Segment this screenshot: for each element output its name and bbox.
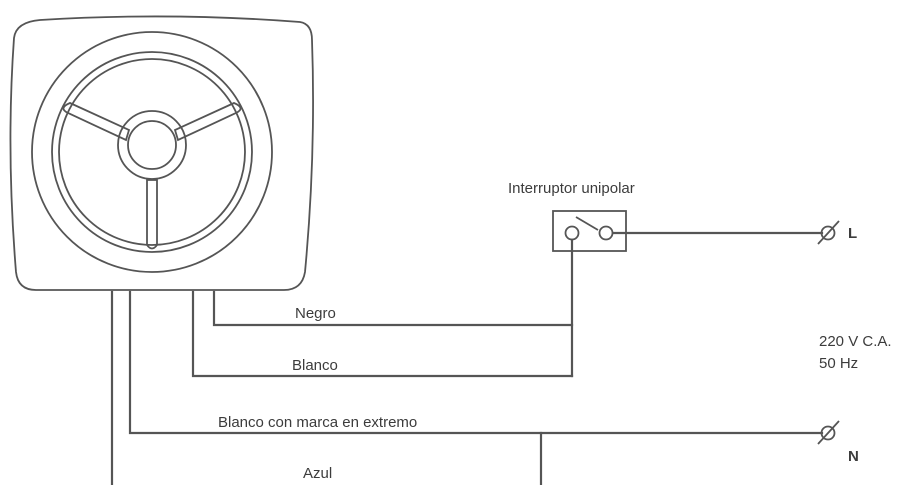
terminal-symbol-n <box>817 420 840 445</box>
wire-blanco <box>191 290 574 378</box>
switch-icon <box>552 210 627 252</box>
wire-label-blanco-marca: Blanco con marca en extremo <box>218 414 417 431</box>
frequency-label: 50 Hz <box>819 355 858 372</box>
wire-negro <box>212 290 574 327</box>
fan-blade-left <box>62 102 131 142</box>
fan-blade-bottom <box>146 179 158 250</box>
wire-label-blanco: Blanco <box>292 357 338 374</box>
wires <box>110 231 824 485</box>
terminal-label-n: N <box>848 448 859 465</box>
fan-blade-right <box>173 102 242 142</box>
voltage-label: 220 V C.A. <box>819 333 892 350</box>
terminal-label-l: L <box>848 225 857 242</box>
fan-icon <box>9 15 314 291</box>
wire-label-azul: Azul <box>303 465 332 482</box>
terminal-symbol-l <box>817 220 840 245</box>
wire-blanco-marca <box>128 290 824 435</box>
switch-label: Interruptor unipolar <box>508 180 635 197</box>
wire-label-negro: Negro <box>295 305 336 322</box>
